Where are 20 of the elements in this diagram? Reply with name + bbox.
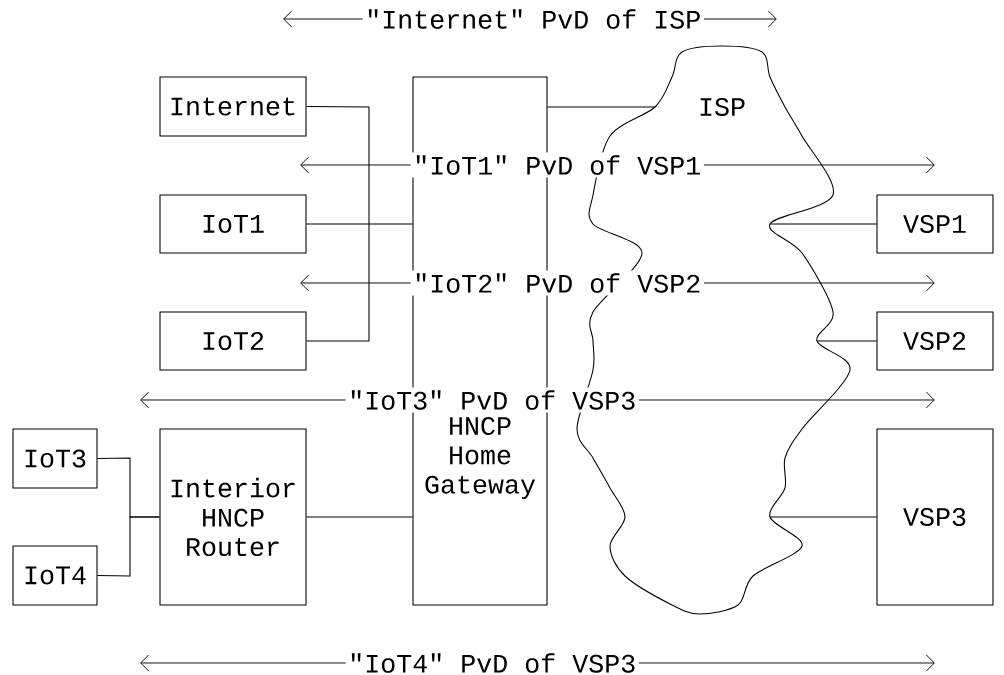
box: IoT4 — [12, 545, 98, 606]
box: VSP3 — [876, 428, 994, 606]
span-label: "IoT3" PvD of VSP3 — [345, 387, 639, 413]
span-label: "IoT4" PvD of VSP3 — [345, 650, 639, 675]
box: VSP1 — [876, 194, 994, 254]
connector-line — [547, 106, 656, 108]
connector-line — [306, 516, 413, 518]
box: VSP2 — [876, 311, 994, 371]
box: IoT1 — [159, 194, 307, 254]
box: Internet — [159, 76, 307, 137]
span-label: "IoT2" PvD of VSP2 — [410, 270, 704, 296]
box: IoT2 — [159, 311, 307, 371]
connector-line — [97, 516, 160, 577]
span-label: "Internet" PvD of ISP — [362, 6, 704, 32]
connector-line — [306, 105, 370, 342]
span-label: "IoT1" PvD of VSP1 — [410, 152, 704, 178]
router-box: Interior HNCP Router — [159, 428, 307, 606]
connector-line — [769, 516, 877, 518]
box: IoT3 — [12, 428, 98, 489]
connector-line — [306, 223, 413, 225]
